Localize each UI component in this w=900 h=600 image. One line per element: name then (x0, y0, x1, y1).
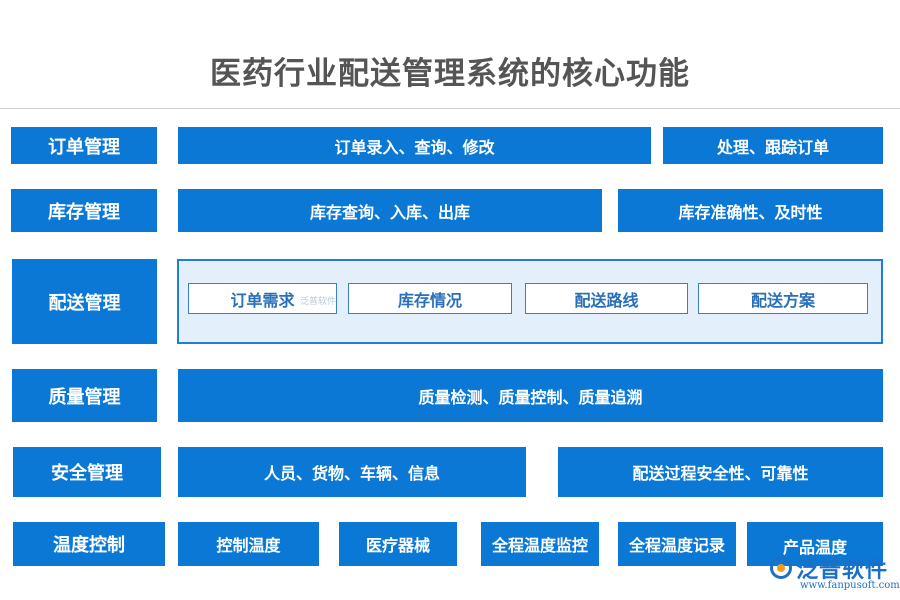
inventory-item-1: 库存查询、入库、出库 (178, 189, 602, 232)
temperature-item-2: 医疗器械 (339, 522, 457, 566)
safety-item-2: 配送过程安全性、可靠性 (558, 447, 883, 497)
row-label-delivery: 配送管理 (12, 259, 157, 344)
delivery-item-2: 库存情况 (348, 283, 512, 314)
delivery-item-4: 配送方案 (698, 283, 868, 314)
logo-icon (770, 557, 792, 579)
title-divider (0, 108, 900, 109)
row-label-order: 订单管理 (11, 127, 157, 164)
row-label-safety: 安全管理 (13, 447, 161, 497)
watermark: 泛普软件 (300, 297, 337, 307)
temperature-item-5: 产品温度 (747, 522, 883, 566)
temperature-item-1: 控制温度 (178, 522, 319, 566)
brand-logo: 泛普软件 (770, 552, 888, 584)
safety-item-1: 人员、货物、车辆、信息 (178, 447, 526, 497)
logo-name: 泛普软件 (796, 558, 889, 583)
temperature-item-3: 全程温度监控 (481, 522, 599, 566)
page-title: 医药行业配送管理系统的核心功能 (210, 56, 690, 92)
inventory-item-2: 库存准确性、及时性 (618, 189, 883, 232)
order-item-2: 处理、跟踪订单 (663, 127, 883, 164)
quality-item-1: 质量检测、质量控制、质量追溯 (178, 369, 883, 422)
row-label-inventory: 库存管理 (11, 189, 157, 232)
row-label-quality: 质量管理 (12, 369, 157, 422)
order-item-1: 订单录入、查询、修改 (178, 127, 651, 164)
logo-url: www.fanpusoft.com (800, 580, 900, 591)
delivery-item-3: 配送路线 (525, 283, 688, 314)
delivery-item-1: 订单需求 (188, 283, 337, 314)
row-label-temperature: 温度控制 (13, 522, 165, 566)
temperature-item-4: 全程温度记录 (618, 522, 736, 566)
